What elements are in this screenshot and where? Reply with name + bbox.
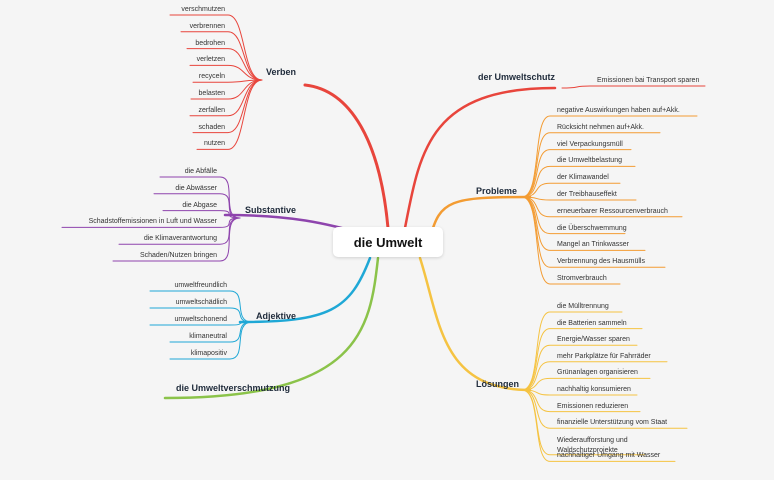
leaf-line-substantive	[153, 193, 241, 219]
leaf-loesungen[interactable]: finanzielle Unterstützung vom Staat	[557, 419, 668, 427]
leaf-probleme[interactable]: die Umweltbelastung	[557, 157, 622, 165]
leaf-line-verben	[186, 48, 263, 81]
leaf-substantive[interactable]: die Klimaverantwortung	[143, 235, 217, 243]
leaf-substantive[interactable]: die Abgase	[182, 201, 217, 209]
leaf-line-loesungen	[521, 389, 688, 429]
leaf-line-verben	[196, 79, 263, 150]
leaf-line-umweltschutz	[561, 85, 706, 89]
leaf-loesungen[interactable]: die Batterien sammeln	[557, 319, 627, 327]
leaf-probleme[interactable]: Mangel an Trinkwasser	[557, 241, 629, 249]
leaf-verben[interactable]: verletzen	[196, 56, 225, 64]
branch-umweltverschmutzung[interactable]: die Umweltverschmutzung	[176, 383, 291, 393]
branch-line-verben	[303, 83, 390, 230]
leaf-adjektive[interactable]: klimaneutral	[189, 333, 227, 340]
leaf-loesungen[interactable]: die Mülltrennung	[557, 303, 609, 310]
leaf-verben[interactable]: verschmutzen	[181, 6, 225, 13]
branch-line-adjektive	[238, 256, 372, 324]
leaf-probleme[interactable]: der Treibhauseffekt	[557, 191, 617, 198]
leaf-line-loesungen	[521, 389, 676, 462]
leaf-line-loesungen	[521, 377, 651, 391]
leaf-probleme[interactable]: viel Verpackungsmüll	[557, 140, 623, 148]
leaf-line-verben	[169, 14, 263, 81]
leaf-substantive[interactable]: Schadstoffemissionen in Luft und Wasser	[88, 218, 217, 226]
leaf-line-probleme	[521, 165, 636, 198]
leaf-line-substantive	[112, 217, 241, 262]
leaf-line-verben	[189, 64, 263, 81]
leaf-verben[interactable]: bedrohen	[195, 39, 225, 47]
leaf-adjektive[interactable]: umweltschonend	[174, 316, 227, 323]
leaf-loesungen[interactable]: mehr Parkplätze für Fahrräder	[557, 352, 651, 360]
leaf-line-substantive	[159, 176, 241, 219]
leaf-loesungen[interactable]: nachhaltiger Umgang mit Wasser	[557, 452, 661, 460]
leaf-line-adjektive	[149, 290, 253, 323]
leaf-line-verben	[180, 31, 263, 81]
leaf-line-probleme	[521, 182, 621, 198]
leaf-line-substantive	[162, 210, 241, 219]
leaf-line-loesungen	[521, 361, 668, 391]
leaf-verben[interactable]: nutzen	[203, 140, 225, 148]
leaf-line-loesungen	[521, 311, 623, 391]
leaf-adjektive[interactable]: klimapositiv	[190, 350, 227, 357]
leaf-substantive[interactable]: die Abfälle	[184, 168, 217, 175]
leaf-line-adjektive	[149, 307, 253, 323]
leaf-probleme[interactable]: Rücksicht nehmen auf+Akk.	[557, 123, 644, 131]
branch-loesungen[interactable]: Lösungen	[476, 379, 519, 389]
leaf-umweltschutz[interactable]: Emissionen bai Transport sparen	[597, 77, 700, 84]
leaf-probleme[interactable]: die Überschwemmung	[557, 224, 627, 232]
central-topic[interactable]: die Umwelt	[333, 227, 443, 257]
leaf-probleme[interactable]: der Klimawandel	[557, 174, 609, 182]
branch-line-umweltschutz	[403, 86, 557, 230]
branch-adjektive[interactable]: Adjektive	[256, 311, 297, 321]
leaf-line-probleme	[521, 149, 632, 198]
leaf-probleme[interactable]: erneuerbarer Ressourcenverbrauch	[557, 207, 668, 215]
leaf-verben[interactable]: zerfallen	[198, 106, 225, 114]
leaf-adjektive[interactable]: umweltfreundlich	[174, 282, 227, 289]
leaf-verben[interactable]: belasten	[198, 90, 225, 97]
branch-umweltschutz[interactable]: der Umweltschutz	[478, 72, 556, 82]
leaf-verben[interactable]: schaden	[198, 123, 225, 131]
leaf-line-probleme	[521, 196, 621, 285]
leaf-loesungen[interactable]: Energie/Wasser sparen	[557, 336, 630, 344]
leaf-substantive[interactable]: die Abwässer	[175, 184, 217, 192]
branch-line-probleme	[428, 195, 532, 240]
branch-substantive[interactable]: Substantive	[245, 205, 297, 215]
leaf-loesungen[interactable]: Grünanlagen organisieren	[557, 369, 638, 377]
leaf-line-loesungen	[521, 344, 638, 391]
leaf-line-adjektive	[169, 321, 253, 360]
leaf-probleme[interactable]: Verbrennung des Hausmülls	[557, 258, 645, 266]
leaf-loesungen[interactable]: Emissionen reduzieren	[557, 402, 629, 410]
leaf-line-loesungen	[521, 328, 643, 391]
leaf-line-probleme	[521, 132, 661, 198]
leaf-verben[interactable]: recyceln	[198, 73, 225, 81]
leaf-substantive[interactable]: Schaden/Nutzen bringen	[139, 252, 217, 259]
leaf-loesungen[interactable]: nachhaltig konsumieren	[557, 386, 631, 393]
leaf-line-probleme	[521, 115, 698, 198]
branch-verben[interactable]: Verben	[266, 67, 297, 77]
leaf-probleme[interactable]: Stromverbrauch	[557, 275, 607, 282]
branch-probleme[interactable]: Probleme	[476, 186, 518, 196]
leaf-adjektive[interactable]: umweltschädlich	[175, 299, 227, 306]
leaf-loesungen[interactable]: Wiederaufforstung und Waldschutzprojekte	[557, 436, 628, 454]
branch-line-loesungen	[418, 256, 532, 392]
branch-line-umweltverschmutzung	[163, 256, 380, 400]
leaf-probleme[interactable]: negative Auswirkungen haben auf+Akk.	[557, 107, 680, 114]
leaf-verben[interactable]: verbrennen	[189, 22, 225, 30]
leaf-line-verben	[189, 79, 263, 117]
